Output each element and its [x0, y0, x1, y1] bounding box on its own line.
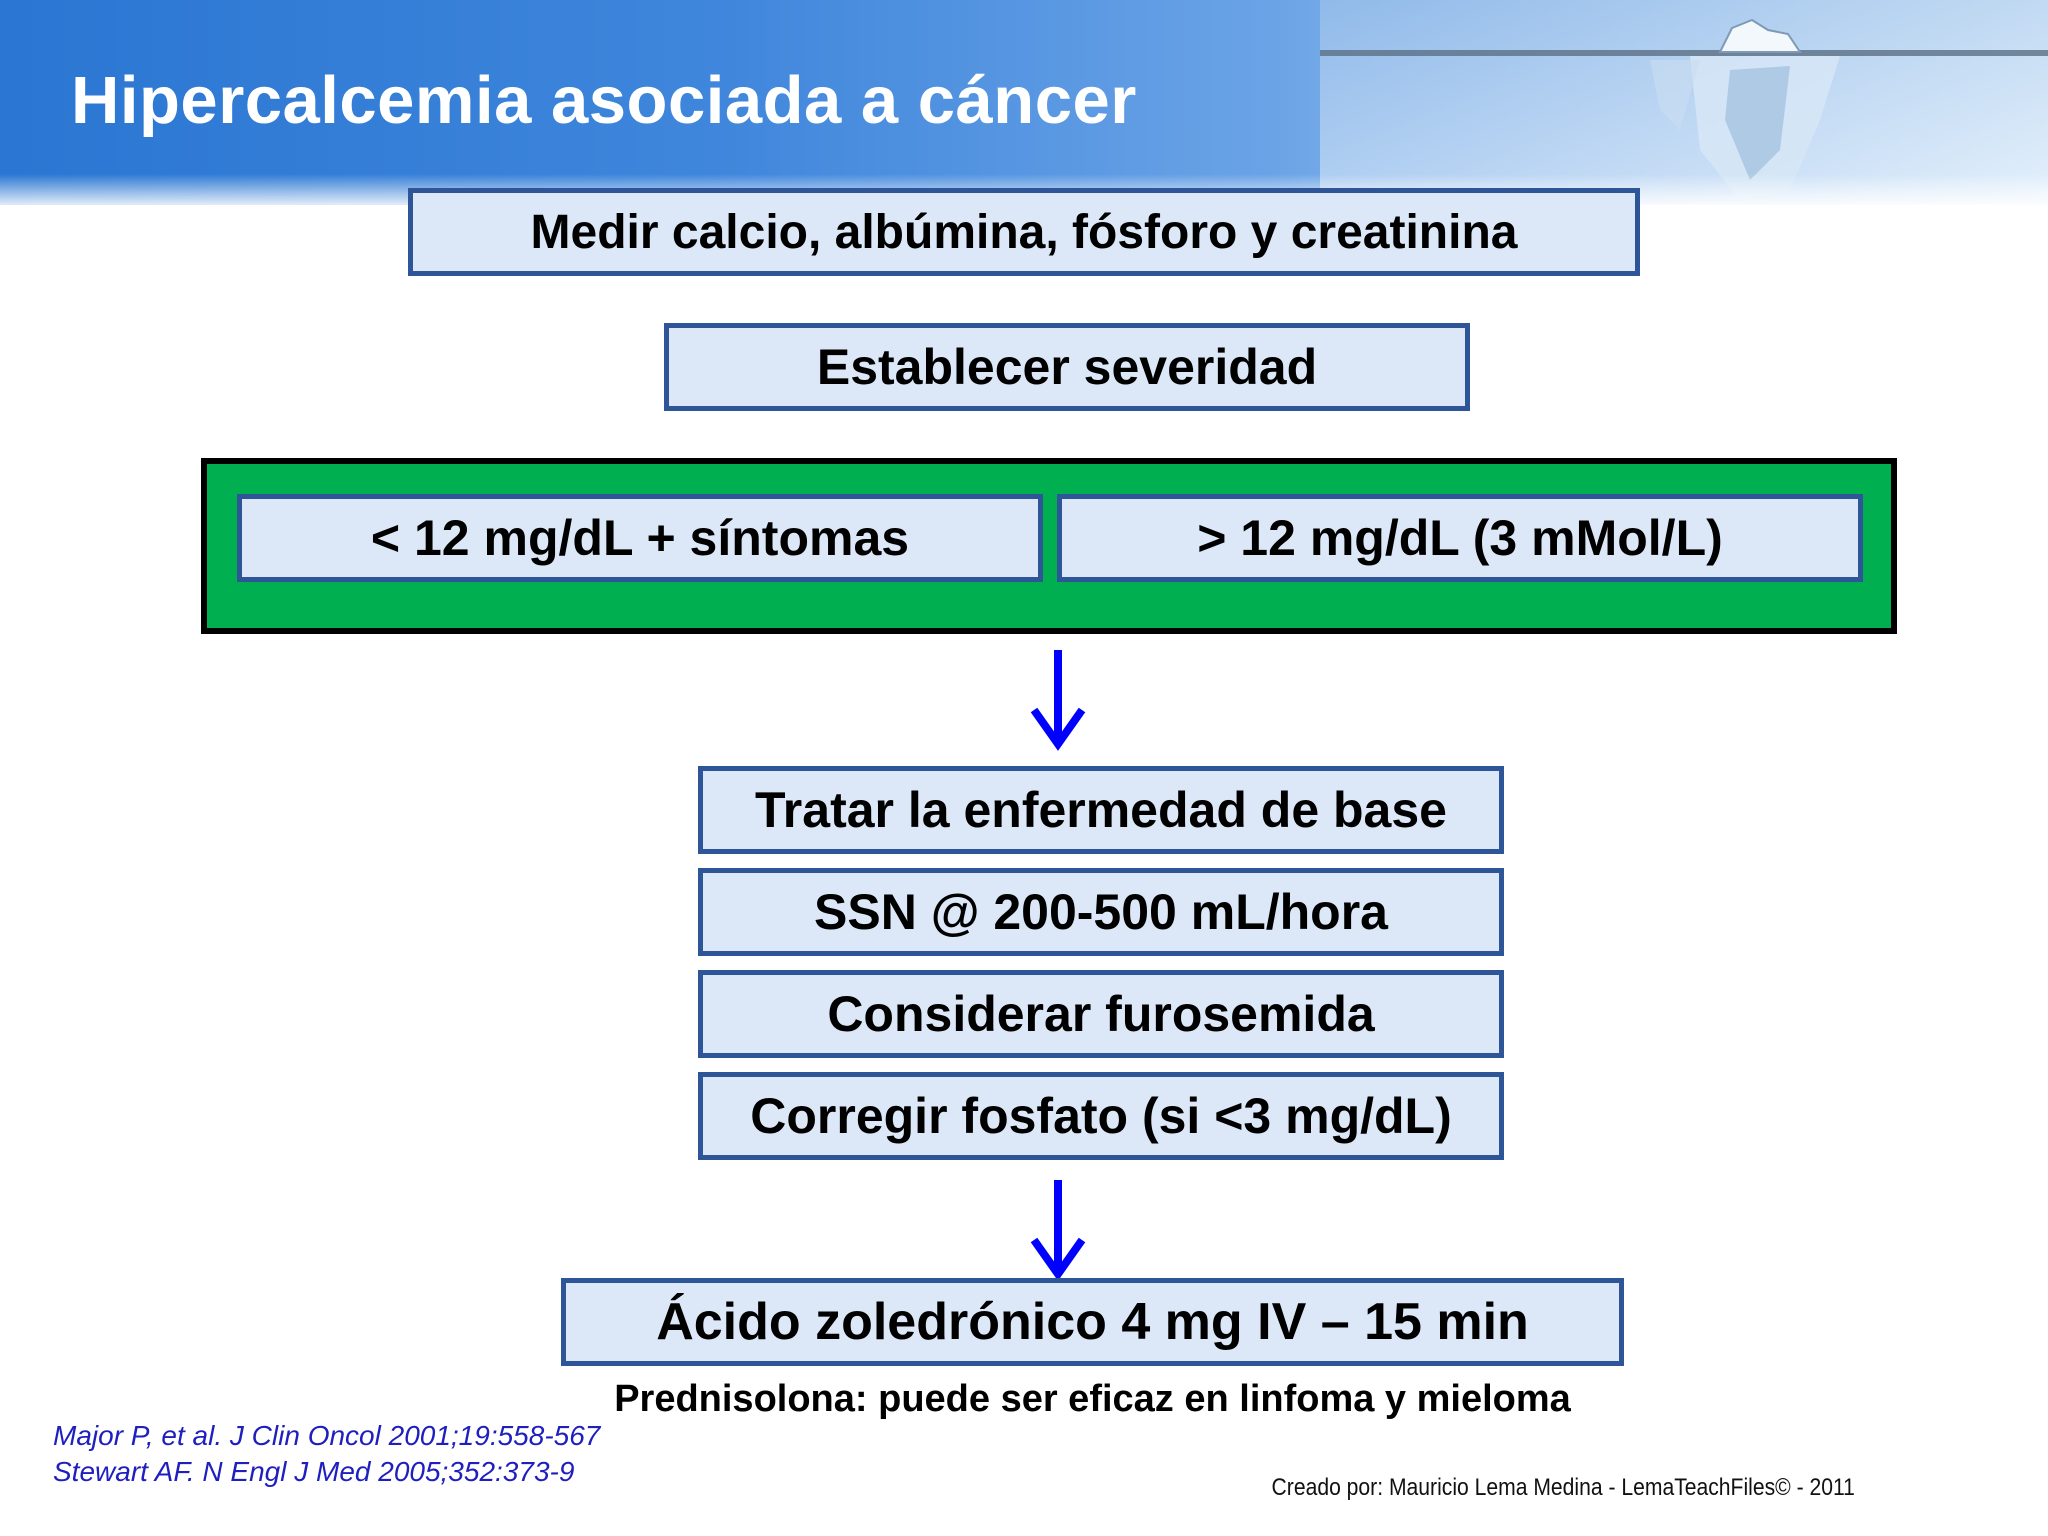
step-establish-severity: Establecer severidad [664, 323, 1470, 411]
severity-severe-box: > 12 mg/dL (3 mMol/L) [1057, 494, 1863, 582]
prednisolone-note: Prednisolona: puede ser eficaz en linfom… [614, 1378, 1571, 1420]
credit-line: Creado por: Mauricio Lema Medina - LemaT… [1271, 1474, 1855, 1501]
reference-item: Stewart AF. N Engl J Med 2005;352:373-9 [53, 1456, 575, 1487]
zoledronic-acid-box: Ácido zoledrónico 4 mg IV – 15 min [561, 1278, 1624, 1366]
treatment-step: SSN @ 200-500 mL/hora [698, 868, 1504, 956]
references: Major P, et al. J Clin Oncol 2001;19:558… [53, 1418, 600, 1490]
header-banner: Hipercalcemia asociada a cáncer [0, 0, 2048, 205]
down-arrow-icon [1030, 1180, 1086, 1281]
treatment-step: Tratar la enfermedad de base [698, 766, 1504, 854]
slide-title: Hipercalcemia asociada a cáncer [71, 63, 1137, 138]
severity-mild-box: < 12 mg/dL + síntomas [237, 494, 1043, 582]
treatment-step: Corregir fosfato (si <3 mg/dL) [698, 1072, 1504, 1160]
step-measure-labs: Medir calcio, albúmina, fósforo y creati… [408, 188, 1640, 276]
reference-item: Major P, et al. J Clin Oncol 2001;19:558… [53, 1420, 601, 1451]
treatment-step: Considerar furosemida [698, 970, 1504, 1058]
down-arrow-icon [1030, 650, 1086, 751]
